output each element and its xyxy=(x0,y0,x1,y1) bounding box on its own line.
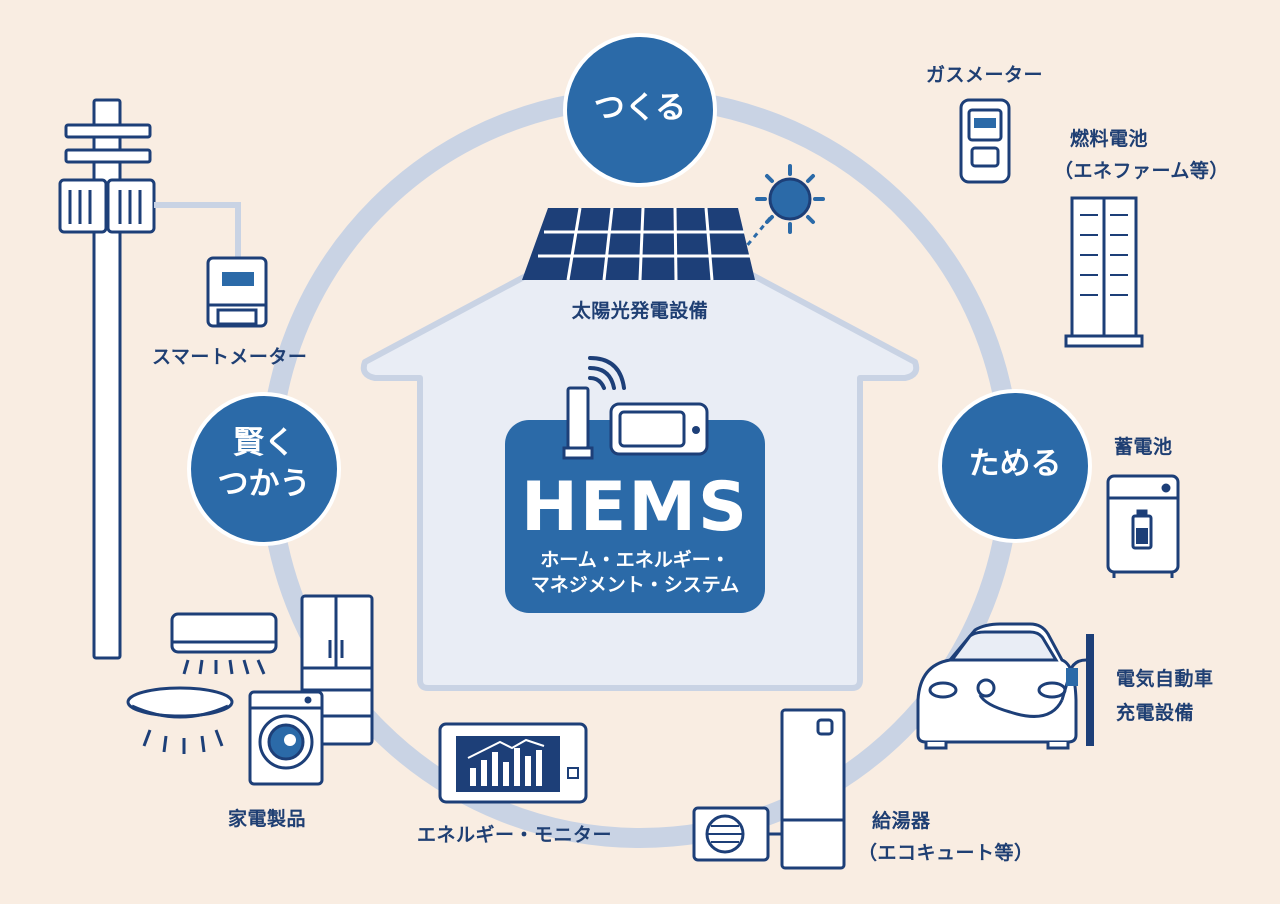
battery-storage-icon xyxy=(1108,476,1178,578)
energy-monitor-label: エネルギー・モニター xyxy=(417,820,612,847)
air-conditioner-icon xyxy=(172,614,276,674)
ceiling-light-icon xyxy=(128,688,232,754)
washing-machine-icon xyxy=(250,692,322,784)
appliances-label: 家電製品 xyxy=(228,804,306,831)
solar-panel-icon xyxy=(522,208,755,280)
store-label: ためる xyxy=(940,446,1090,483)
smart-meter-label: スマートメーター xyxy=(152,342,307,369)
gas-meter-label: ガスメーター xyxy=(926,60,1043,87)
fuel-cell-label-line1: 燃料電池 xyxy=(1070,124,1148,151)
utility-pole xyxy=(60,100,154,658)
fuel-cell-label-line2: （エネファーム等） xyxy=(1054,156,1229,183)
hems-subtitle-line2: マネジメント・システム xyxy=(505,573,765,598)
use-label-line2: つかう xyxy=(189,466,339,503)
smart-meter-icon xyxy=(208,258,266,326)
sun-icon xyxy=(745,166,823,248)
hems-title: HEMS xyxy=(505,468,765,547)
water-heater-label-line2: （エコキュート等） xyxy=(858,838,1034,865)
battery-label: 蓄電池 xyxy=(1114,432,1173,459)
gas-meter-icon xyxy=(961,100,1009,182)
solar-label: 太陽光発電設備 xyxy=(540,296,740,323)
fuel-cell-icon xyxy=(1066,198,1142,346)
energy-monitor-icon xyxy=(440,724,586,802)
ev-label-line2: 充電設備 xyxy=(1116,698,1194,725)
water-heater-label-line1: 給湯器 xyxy=(872,806,931,833)
create-label: つくる xyxy=(565,90,715,127)
ev-car-icon xyxy=(918,624,1076,748)
water-heater-icon xyxy=(694,710,844,868)
hems-subtitle-line1: ホーム・エネルギー・ xyxy=(505,548,765,573)
use-label-line1: 賢く xyxy=(189,425,339,462)
ev-label-line1: 電気自動車 xyxy=(1116,664,1214,691)
hems-subtitle: ホーム・エネルギー・ マネジメント・システム xyxy=(505,548,765,597)
power-line xyxy=(154,205,238,262)
